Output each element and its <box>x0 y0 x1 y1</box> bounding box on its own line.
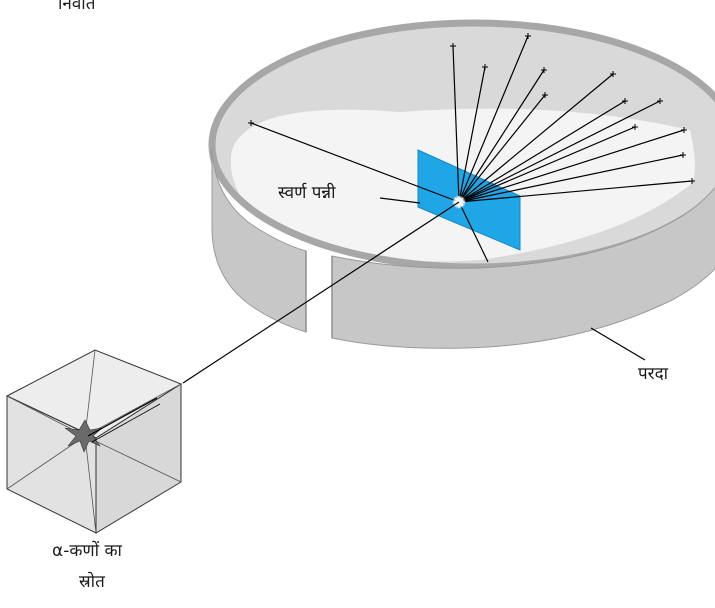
ray <box>458 126 636 203</box>
ray <box>458 154 684 203</box>
screen-leader <box>590 327 646 361</box>
ray <box>458 100 626 203</box>
alpha-source-label-line2: स्रोत <box>79 572 105 592</box>
ray <box>458 180 693 203</box>
incident-beam <box>182 201 460 384</box>
ray <box>458 129 685 203</box>
ray <box>458 73 614 203</box>
ray <box>458 100 661 203</box>
ray <box>250 122 460 203</box>
ray-tips <box>248 33 695 184</box>
ray <box>458 69 545 203</box>
screen-rim <box>208 19 715 271</box>
scattered-rays <box>250 35 693 263</box>
screen-front-right <box>331 186 715 349</box>
ray <box>458 94 546 203</box>
ray <box>458 35 529 203</box>
ray <box>458 66 486 203</box>
gold-foil-label: स्वर्ण पन्नी <box>278 183 336 203</box>
ray <box>458 201 489 263</box>
alpha-source-label-line1: α-कणों का <box>52 541 122 561</box>
screen-label: परदा <box>638 364 669 384</box>
vacuum-label: निर्वात <box>58 0 96 14</box>
alpha-source-box <box>5 349 183 534</box>
ray <box>452 45 460 203</box>
foil-leader <box>379 197 421 204</box>
